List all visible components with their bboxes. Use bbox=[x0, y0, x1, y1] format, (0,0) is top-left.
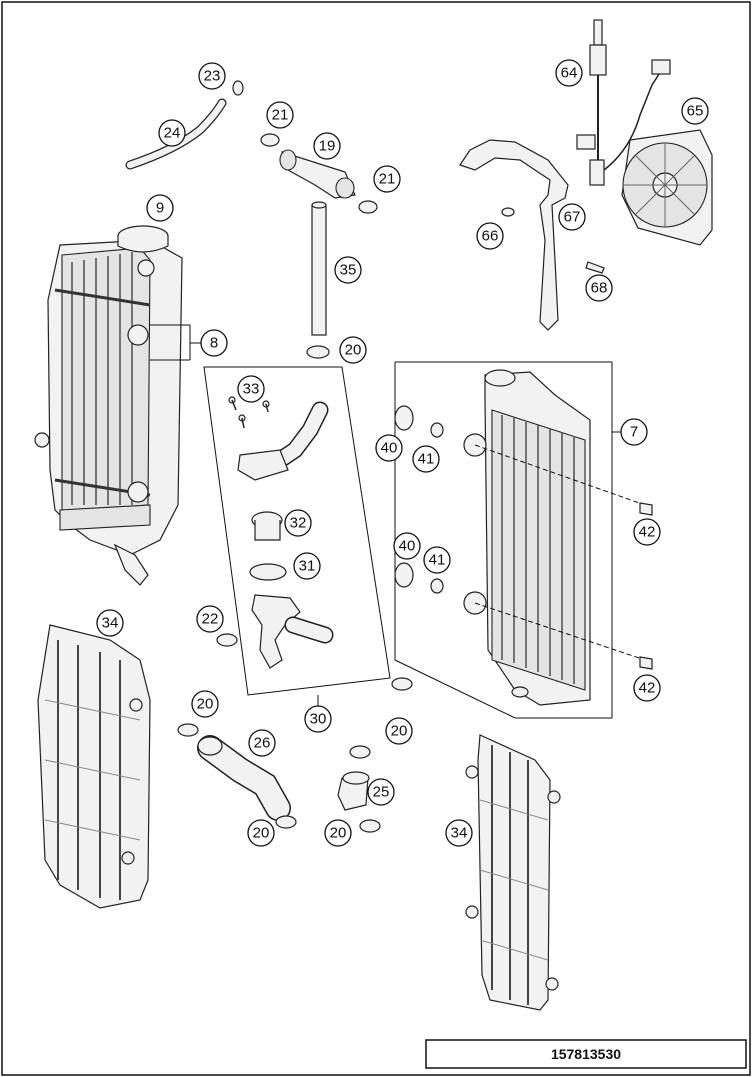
svg-text:25: 25 bbox=[373, 784, 390, 801]
callout-31: 31 bbox=[293, 552, 321, 580]
callout-32: 32 bbox=[284, 509, 312, 537]
callout-65: 65 bbox=[681, 97, 709, 125]
diagram-number: 157813530 bbox=[551, 1046, 621, 1062]
lower-hoses bbox=[177, 677, 413, 833]
callout-21b: 21 bbox=[373, 165, 401, 193]
callout-34a: 34 bbox=[96, 609, 124, 637]
svg-text:9: 9 bbox=[156, 200, 164, 217]
callout-40a: 40 bbox=[375, 434, 403, 462]
right-radiator-outline bbox=[394, 361, 613, 719]
svg-text:20: 20 bbox=[345, 342, 362, 359]
svg-text:66: 66 bbox=[482, 228, 499, 245]
svg-text:30: 30 bbox=[310, 711, 327, 728]
callout-30: 30 bbox=[304, 705, 332, 733]
svg-text:20: 20 bbox=[330, 825, 347, 842]
fan-bracket bbox=[459, 139, 605, 331]
svg-text:42: 42 bbox=[639, 524, 656, 541]
svg-text:68: 68 bbox=[591, 280, 608, 297]
callout-41b: 41 bbox=[423, 546, 451, 574]
callout-67: 67 bbox=[558, 203, 586, 231]
right-radiator bbox=[463, 369, 646, 706]
callout-21a: 21 bbox=[266, 101, 294, 129]
svg-text:34: 34 bbox=[102, 615, 119, 632]
svg-text:31: 31 bbox=[299, 558, 316, 575]
svg-text:8: 8 bbox=[210, 335, 218, 352]
callout-19: 19 bbox=[313, 132, 341, 160]
callout-26: 26 bbox=[248, 729, 276, 757]
svg-text:65: 65 bbox=[687, 103, 704, 120]
callout-66: 66 bbox=[476, 222, 504, 250]
svg-text:32: 32 bbox=[290, 515, 307, 532]
svg-text:21: 21 bbox=[379, 171, 396, 188]
callout-42a: 42 bbox=[633, 518, 661, 546]
hose-clamp-22 bbox=[216, 633, 238, 647]
svg-text:41: 41 bbox=[418, 451, 435, 468]
svg-text:42: 42 bbox=[639, 680, 656, 697]
svg-text:23: 23 bbox=[204, 68, 221, 85]
svg-text:34: 34 bbox=[451, 825, 468, 842]
callout-20e: 20 bbox=[324, 819, 352, 847]
svg-text:33: 33 bbox=[243, 381, 260, 398]
callout-40b: 40 bbox=[393, 532, 421, 560]
callout-22: 22 bbox=[196, 605, 224, 633]
callout-9: 9 bbox=[146, 194, 174, 222]
hose-connector-assembly bbox=[260, 133, 378, 359]
leader-lines bbox=[150, 324, 621, 706]
radiator-cap bbox=[117, 225, 169, 253]
diagram-number-box bbox=[425, 1039, 747, 1069]
callout-34b: 34 bbox=[445, 819, 473, 847]
callout-24: 24 bbox=[158, 119, 186, 147]
callout-7: 7 bbox=[620, 418, 648, 446]
callout-41a: 41 bbox=[412, 445, 440, 473]
radiator-guard-right bbox=[465, 734, 561, 1011]
svg-text:24: 24 bbox=[164, 125, 181, 142]
callout-35: 35 bbox=[334, 256, 362, 284]
svg-text:26: 26 bbox=[254, 735, 271, 752]
callout-33: 33 bbox=[237, 375, 265, 403]
callout-23: 23 bbox=[198, 62, 226, 90]
callout-8: 8 bbox=[200, 329, 228, 357]
left-radiator bbox=[34, 239, 183, 586]
svg-text:20: 20 bbox=[253, 825, 270, 842]
svg-text:19: 19 bbox=[319, 138, 336, 155]
svg-text:41: 41 bbox=[429, 552, 446, 569]
svg-text:64: 64 bbox=[561, 65, 578, 82]
assembly-outline bbox=[203, 366, 391, 696]
callout-20c: 20 bbox=[247, 819, 275, 847]
rubber-grommets bbox=[394, 405, 653, 670]
svg-text:35: 35 bbox=[340, 262, 357, 279]
callout-68: 68 bbox=[585, 274, 613, 302]
svg-text:40: 40 bbox=[399, 538, 416, 555]
svg-text:21: 21 bbox=[272, 107, 289, 124]
svg-text:67: 67 bbox=[564, 209, 581, 226]
radiator-fan bbox=[621, 129, 713, 246]
callout-42b: 42 bbox=[633, 674, 661, 702]
callout-20d: 20 bbox=[385, 717, 413, 745]
radiator-guard-left bbox=[37, 624, 151, 909]
callout-20a: 20 bbox=[339, 336, 367, 364]
callout-25: 25 bbox=[367, 778, 395, 806]
svg-text:20: 20 bbox=[391, 723, 408, 740]
svg-text:22: 22 bbox=[202, 611, 219, 628]
svg-text:40: 40 bbox=[381, 440, 398, 457]
overflow-hose bbox=[125, 80, 244, 170]
svg-text:20: 20 bbox=[197, 696, 214, 713]
callout-20b: 20 bbox=[191, 690, 219, 718]
callout-64: 64 bbox=[555, 59, 583, 87]
svg-text:7: 7 bbox=[630, 424, 638, 441]
thermostat-housing-group bbox=[228, 396, 334, 669]
